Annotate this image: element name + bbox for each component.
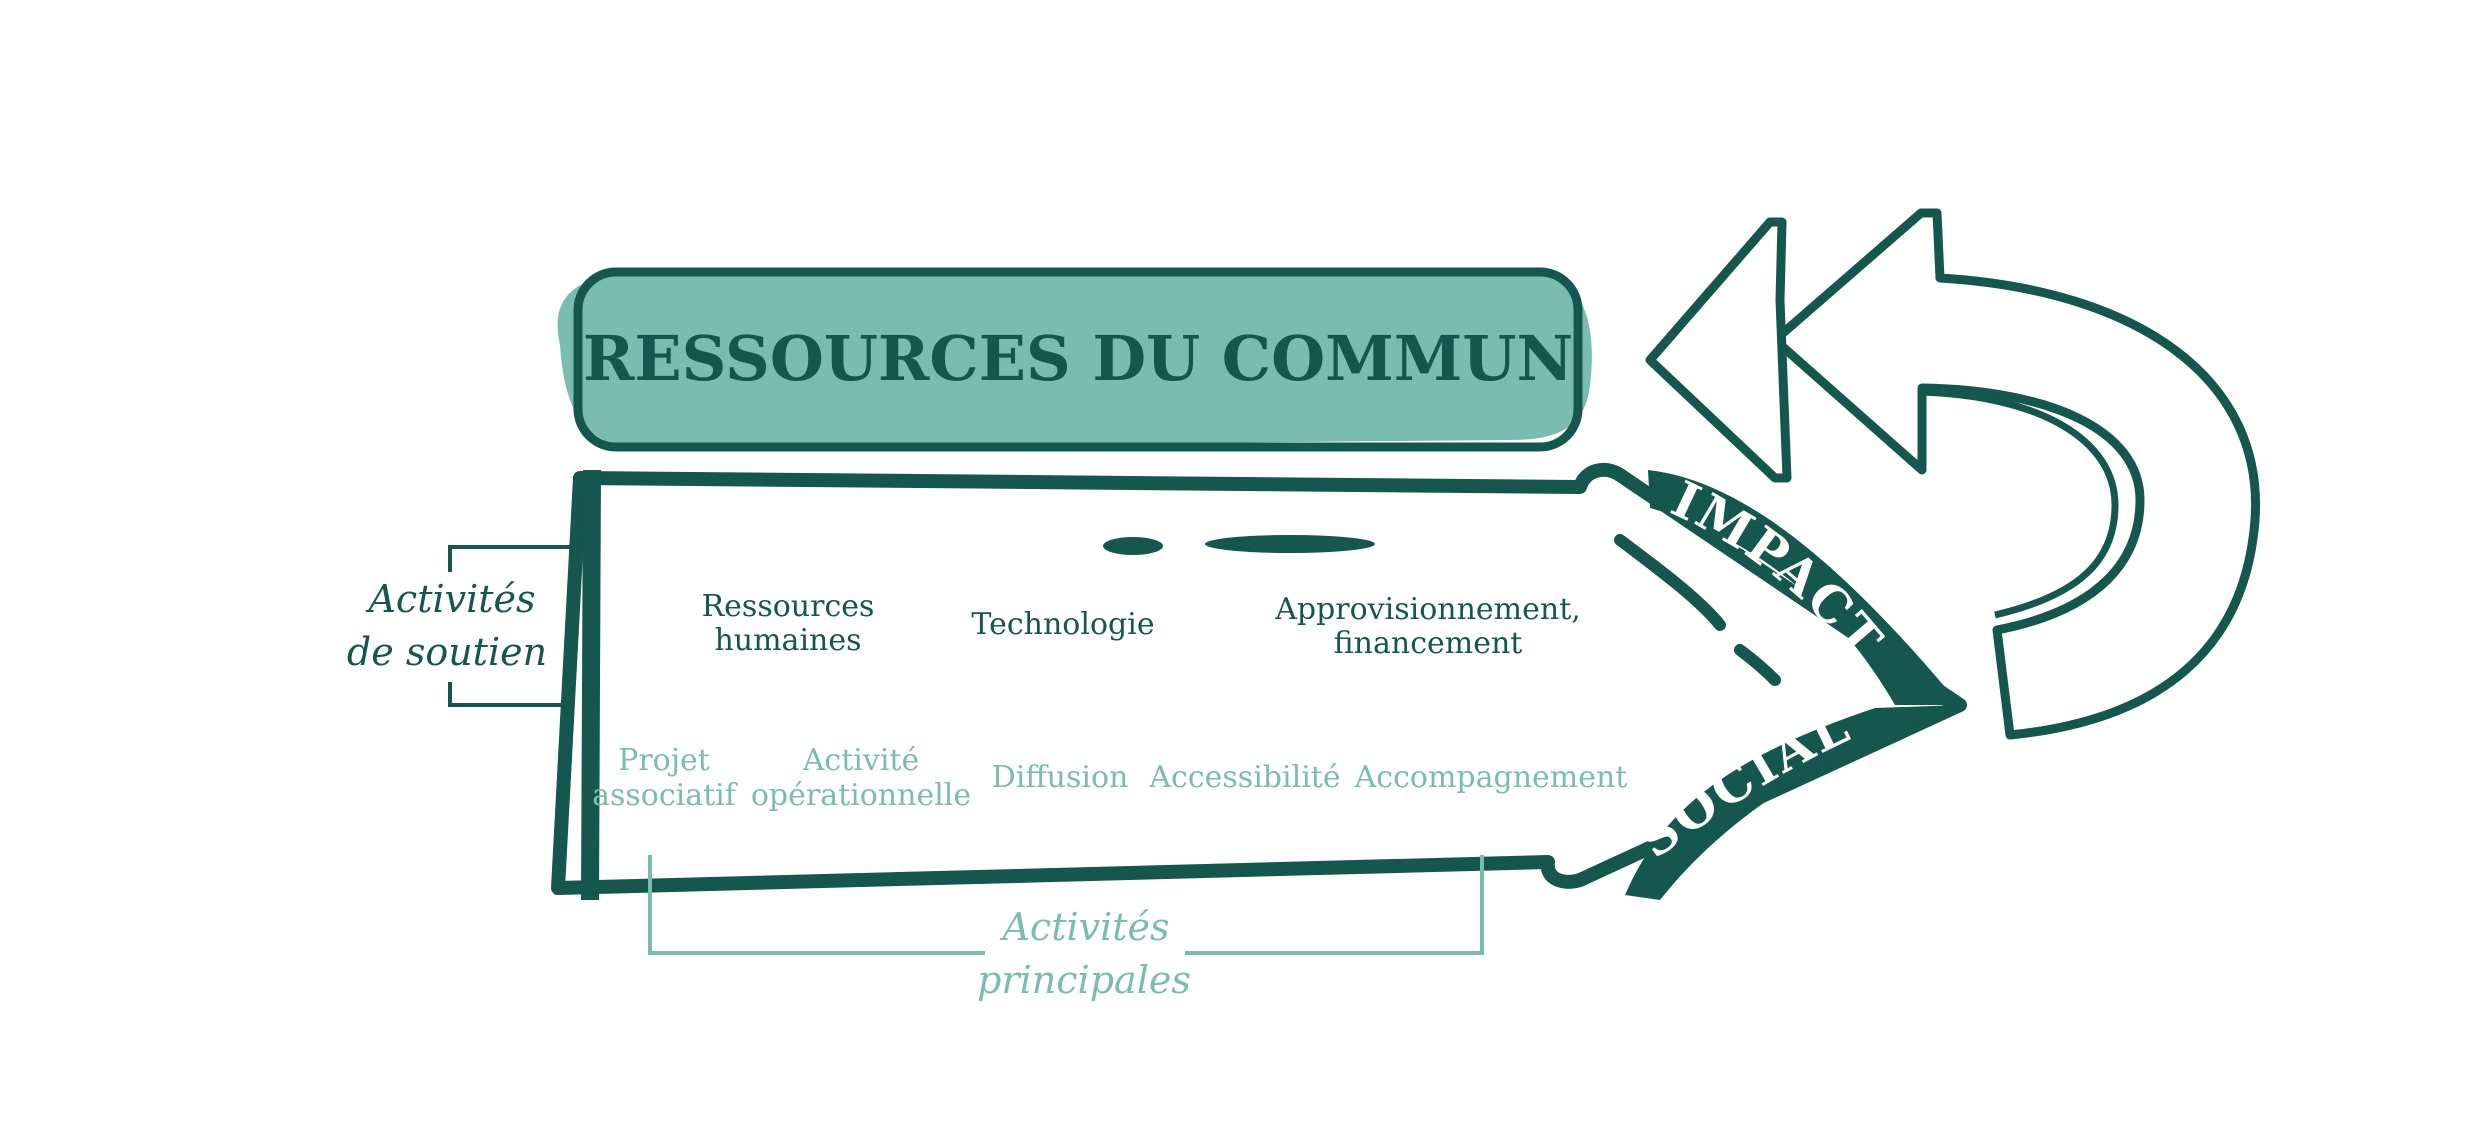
primary-item-2-line2: opérationnelle [751, 778, 971, 813]
primary-items: Projet associatif Activité opérationnell… [592, 743, 1627, 813]
title-text: RESSOURCES DU COMMUN [583, 322, 1573, 395]
support-label-line1: Activités [365, 577, 535, 621]
primary-item-5: Accompagnement [1354, 760, 1628, 795]
primary-label-line1: Activités [999, 905, 1169, 949]
title-banner: RESSOURCES DU COMMUN [557, 267, 1592, 452]
support-item-3-line2: financement [1334, 626, 1523, 661]
primary-item-1-line1: Projet [618, 743, 710, 778]
support-items: Ressources humaines Technologie Approvis… [702, 589, 1581, 661]
support-item-1-line2: humaines [714, 623, 861, 658]
support-item-3-line1: Approvisionnement, [1274, 592, 1581, 627]
large-right-arrow-icon [551, 462, 1967, 901]
support-item-2: Technologie [971, 607, 1154, 642]
support-item-1-line1: Ressources [702, 589, 875, 624]
support-label-bg [360, 572, 540, 682]
primary-label-bg [985, 900, 1185, 1020]
double-return-arrow-icon [1645, 208, 2261, 740]
support-label-line2: de soutien [347, 630, 547, 674]
primary-item-1-line2: associatif [592, 778, 738, 813]
primary-item-2-line1: Activité [802, 743, 919, 778]
primary-item-4: Accessibilité [1148, 760, 1340, 795]
primary-item-3: Diffusion [992, 760, 1129, 795]
primary-label-line2: principales [977, 958, 1191, 1002]
